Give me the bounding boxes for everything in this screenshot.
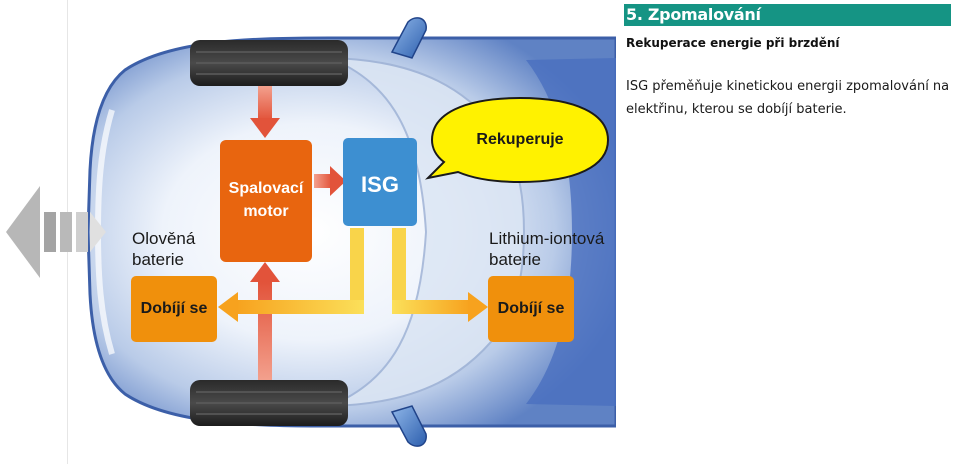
side-mirror-bottom [390,405,427,447]
front-tire-bottom [190,380,348,426]
engine-to-isg-arrow [314,166,346,196]
lithium-battery: Lithium-iontová baterie Dobíjí se [488,229,605,342]
lead-battery-action: Dobíjí se [141,300,208,317]
isg-box: ISG [343,138,417,226]
wheel-to-engine-arrow-top [250,86,280,138]
recuperation-bubble: Rekuperuje [424,96,610,184]
side-mirror-top [390,17,427,59]
lead-battery-label-line1: Olověná [132,229,196,248]
lithium-battery-label-line2: baterie [489,250,541,269]
section-subtitle: Rekuperace energie při brzdění [626,36,840,50]
lead-battery-label-line2: baterie [132,250,184,269]
energy-flow-to-lithium-battery [392,228,488,322]
energy-recovery-diagram: Spalovací motor ISG Rekuperuje Olověná b… [6,17,616,447]
section-title: 5. Zpomalování [624,4,951,26]
description-panel: 5. Zpomalování Rekuperace energie při br… [624,0,954,464]
energy-flow-to-lead-battery [218,228,364,322]
section-body: ISG přeměňuje kinetickou energii zpomalo… [626,79,950,117]
bubble-label: Rekuperuje [476,131,563,148]
engine-label-line2: motor [243,203,288,220]
lead-battery: Olověná baterie Dobíjí se [131,229,217,342]
front-tire-top [190,40,348,86]
lithium-battery-label-line1: Lithium-iontová [489,229,605,248]
isg-label: ISG [361,172,399,197]
driving-direction-arrow [6,186,106,278]
diagram-svg: Spalovací motor ISG Rekuperuje Olověná b… [6,17,616,447]
lithium-battery-action: Dobíjí se [498,300,565,317]
engine-label-line1: Spalovací [229,180,304,197]
combustion-engine-box: Spalovací motor [220,140,312,262]
